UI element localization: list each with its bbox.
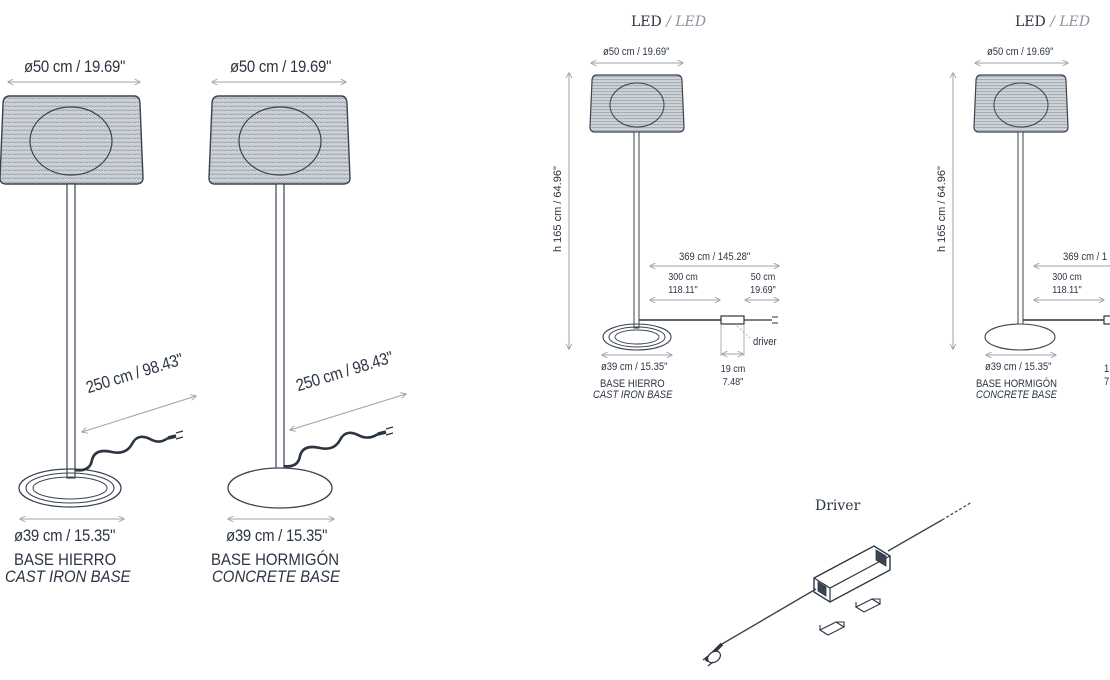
lamp-cast-iron-large: [0, 82, 196, 519]
cable-to-driver-cm: 300 cm: [668, 271, 698, 283]
height-label: h 165 cm / 64.96": [552, 166, 564, 252]
driver-detail-drawing: [702, 501, 973, 667]
base-diameter-label: ø39 cm / 15.35": [601, 361, 668, 373]
base-diameter-label: ø39 cm / 15.35": [985, 361, 1052, 373]
lampshade: [589, 74, 685, 133]
driver-length-in: 7: [1104, 376, 1110, 388]
lamp-concrete-large: [208, 82, 406, 519]
base-diameter-label: ø39 cm / 15.35": [226, 526, 328, 545]
driver-cable-in: 19.69": [750, 284, 776, 296]
shade-diameter-label: ø50 cm / 19.69": [987, 46, 1054, 58]
base-name-en: CONCRETE BASE: [212, 567, 341, 586]
lamp-stem: [275, 183, 285, 475]
lampshade: [973, 74, 1069, 133]
power-cable: [283, 431, 379, 468]
height-label: h 165 cm / 64.96": [936, 166, 948, 252]
total-cable-label: 369 cm / 1: [1063, 251, 1108, 263]
lamp-led-concrete-small: [953, 63, 1110, 355]
section-title: LED / LED: [631, 14, 707, 30]
mounting-clip: [854, 598, 882, 613]
lamp-led-cast-iron-small: [569, 63, 779, 356]
driver-detail-title: Driver: [815, 498, 861, 514]
cable-to-driver-in: 118.11": [668, 284, 698, 296]
plug-icon: [175, 430, 184, 440]
shade-diameter-label: ø50 cm / 19.69": [230, 57, 332, 76]
base-name-en: CAST IRON BASE: [5, 567, 131, 586]
section-title: LED / LED: [1015, 14, 1091, 30]
base-name-en: CAST IRON BASE: [593, 389, 673, 401]
base-name-en: CONCRETE BASE: [976, 389, 1057, 401]
shade-diffuser: [29, 106, 113, 176]
driver-label: driver: [753, 336, 777, 348]
cable-to-driver-in: 118.11": [1052, 284, 1082, 296]
base-name-es: BASE HORMIGÓN: [211, 550, 340, 569]
base-name-es: BASE HIERRO: [600, 378, 665, 390]
base-diameter-label: ø39 cm / 15.35": [14, 526, 116, 545]
power-cable: [74, 435, 169, 472]
base-name-es: BASE HORMIGÓN: [976, 378, 1057, 390]
shade-diffuser: [238, 106, 322, 176]
lampshade: [208, 95, 351, 185]
driver-length-cm: 19 cm: [720, 363, 746, 375]
base-name-es: BASE HIERRO: [14, 550, 117, 569]
concrete-base: [227, 467, 333, 509]
cable-to-driver-cm: 300 cm: [1052, 271, 1082, 283]
driver-length-in: 7.48": [722, 376, 744, 388]
total-cable-label: 369 cm / 145.28": [679, 251, 751, 263]
driver-box: [720, 315, 745, 325]
driver-cable-cm: 50 cm: [750, 271, 776, 283]
cast-iron-base: [18, 468, 122, 508]
plug-icon: [385, 426, 394, 436]
driver-unit: [813, 545, 891, 603]
driver-length-cm: 1: [1104, 363, 1110, 375]
shade-diameter-label: ø50 cm / 19.69": [24, 57, 126, 76]
lamp-stem: [66, 183, 76, 479]
lampshade: [0, 95, 144, 185]
shade-diameter-label: ø50 cm / 19.69": [603, 46, 670, 58]
mounting-clip: [818, 621, 846, 636]
